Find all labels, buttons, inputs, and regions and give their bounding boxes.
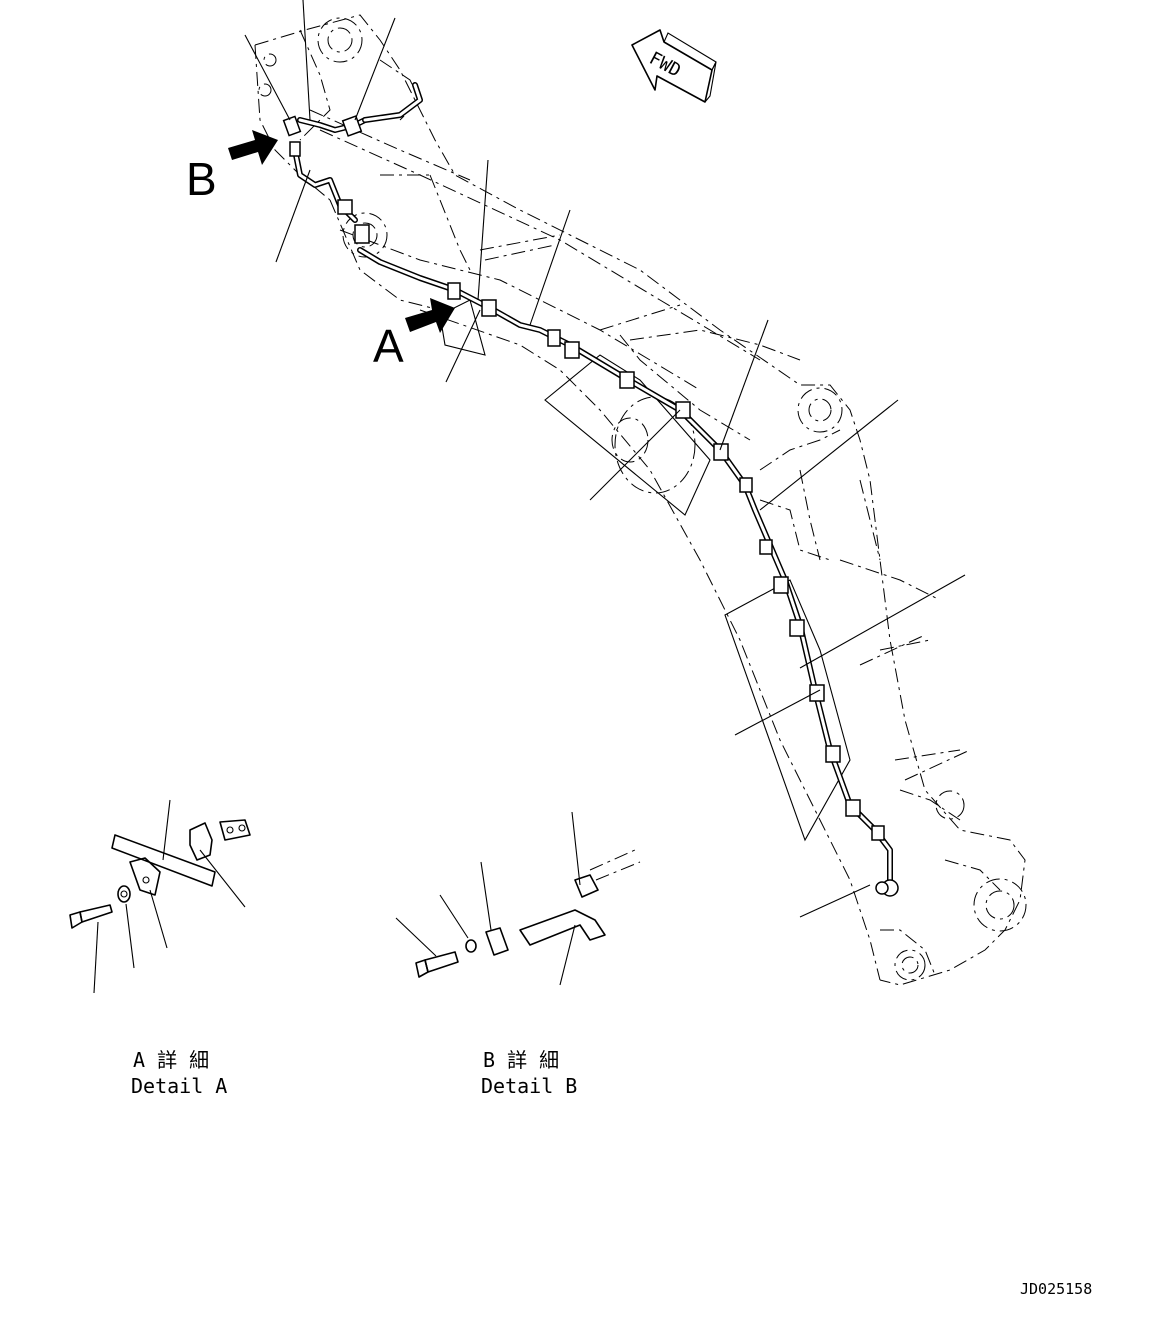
detail-a-jp: A 詳 細 — [133, 1048, 209, 1072]
detail-b-jp: B 詳 細 — [483, 1048, 559, 1072]
leader-lines — [244, 0, 966, 918]
drawing-number: JD025158 — [1020, 1280, 1092, 1298]
detail-b-parts — [395, 811, 641, 986]
detail-a-parts — [69, 799, 251, 994]
detail-b-en: Detail B — [481, 1074, 577, 1098]
fwd-label: FWD — [646, 48, 685, 82]
boom-outline — [254, 14, 1027, 986]
detail-a-en: Detail A — [131, 1074, 227, 1098]
view-marker-b: B — [186, 153, 217, 205]
fwd-arrow-icon: FWD — [631, 29, 717, 103]
view-arrow-b — [228, 130, 278, 165]
clamps — [282, 115, 899, 897]
view-marker-a: A — [373, 320, 404, 372]
hose-line — [292, 82, 893, 883]
view-arrow-a — [405, 298, 455, 333]
cover-plates — [439, 299, 851, 842]
